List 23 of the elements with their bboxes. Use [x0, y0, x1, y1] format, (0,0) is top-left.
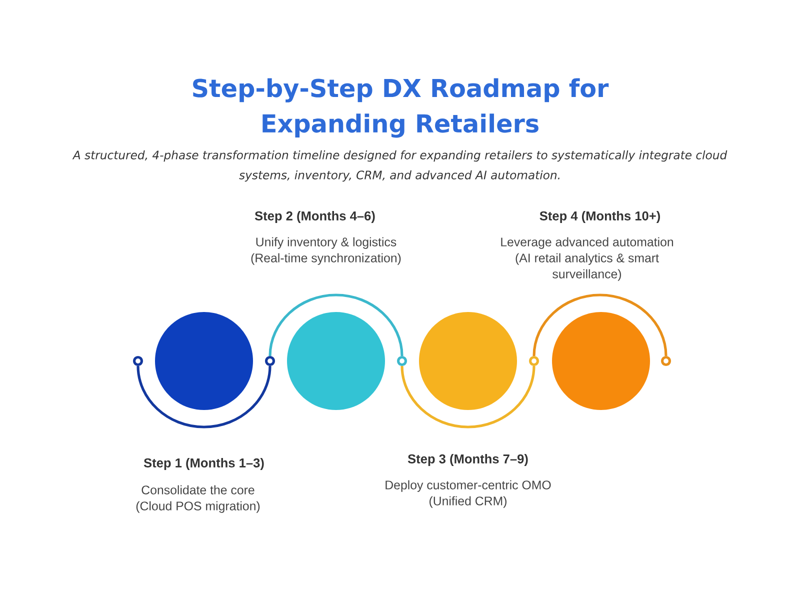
ring-dot [264, 356, 276, 366]
step-heading: Step 4 (Months 10+) [540, 211, 660, 223]
subtitle: A structured, 4-phase transformation timeline designed for expanding retailers to systematically integrate cloud systems, inventory, CRM, and advanced AI automation. [72, 150, 728, 182]
ring-dot [528, 356, 540, 366]
step-circle [287, 312, 385, 410]
step-heading: Step 2 (Months 4–6) [254, 211, 375, 223]
step-circle [552, 312, 650, 410]
step-description: Deploy customer-centric OMO (Unified CRM) [386, 480, 551, 508]
arc-connector [400, 366, 536, 428]
title: Step-by-Step DX Roadmap for Expanding Retailers [193, 78, 609, 138]
step-description: Unify inventory & logistics (Real-time synchronization) [251, 237, 401, 265]
step-description: Leverage advanced automation (AI retail analytics & smart surveillance) [501, 237, 674, 281]
ring-dot [132, 356, 144, 366]
arc-connector [532, 294, 668, 356]
step-circle [419, 312, 517, 410]
step-circle [155, 312, 253, 410]
ring-dot [396, 356, 408, 366]
ring-dot [660, 356, 672, 366]
arc-connector [268, 294, 404, 356]
step-heading: Step 1 (Months 1–3) [144, 458, 264, 470]
step-heading: Step 3 (Months 7–9) [408, 454, 528, 466]
step-description: Consolidate the core (Cloud POS migration) [136, 485, 260, 513]
arc-connector [136, 366, 272, 428]
